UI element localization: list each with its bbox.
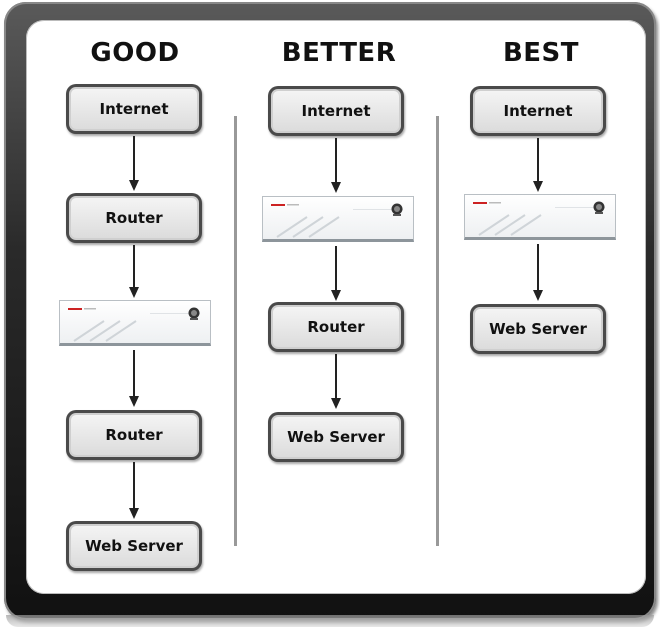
better-router-label: Router [271,305,401,349]
better-web-server-label: Web Server [271,415,401,459]
good-arrow-3 [129,350,139,407]
good-web-server-label: Web Server [69,524,199,568]
better-arrow-1 [331,138,341,193]
good-web-server-node: Web Server [66,521,202,571]
heading-best: BEST [502,38,580,68]
better-firewall-device [262,196,414,242]
frame-reflection [6,615,654,627]
better-arrow-2 [331,246,341,301]
better-web-server-node: Web Server [268,412,404,462]
good-arrow-1 [129,136,139,191]
better-router-node: Router [268,302,404,352]
heading-good: GOOD [90,38,180,68]
good-arrow-2 [129,245,139,298]
good-router-node-2: Router [66,410,202,460]
good-firewall-device [59,300,211,346]
best-web-server-node: Web Server [470,304,606,354]
column-divider-2 [436,116,439,546]
firewall-device-icon [271,203,403,238]
good-router-node-1: Router [66,193,202,243]
good-router-label-2: Router [69,413,199,457]
better-internet-node: Internet [268,86,404,136]
firewall-device-icon [68,307,200,342]
best-firewall-device [464,194,616,240]
good-internet-node: Internet [66,84,202,134]
best-web-server-label: Web Server [473,307,603,351]
best-arrow-1 [533,138,543,192]
better-internet-label: Internet [271,89,401,133]
good-arrow-4 [129,462,139,519]
good-router-label-1: Router [69,196,199,240]
column-divider-1 [234,116,237,546]
heading-better: BETTER [281,38,397,68]
better-arrow-3 [331,354,341,409]
best-internet-label: Internet [473,89,603,133]
best-internet-node: Internet [470,86,606,136]
firewall-device-icon [473,201,605,236]
good-internet-label: Internet [69,87,199,131]
best-arrow-2 [533,244,543,301]
